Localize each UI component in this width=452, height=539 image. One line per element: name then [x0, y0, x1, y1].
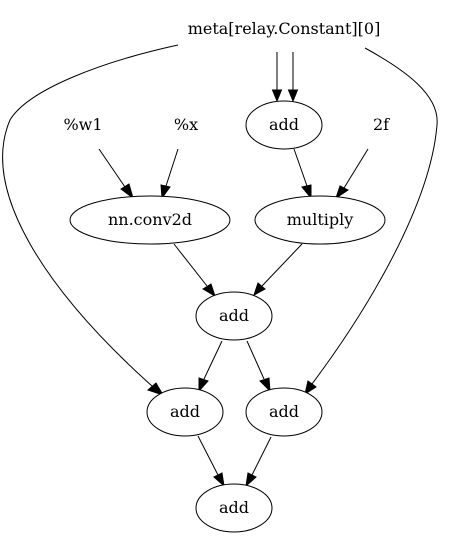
node-add-output: add — [195, 483, 273, 533]
edge-add3-add5 — [197, 435, 225, 488]
edge-w1-conv — [98, 148, 134, 200]
node-add-constant-label: add — [269, 115, 299, 134]
edge-add2-add3 — [198, 340, 223, 393]
node-add-output-label: add — [219, 498, 249, 517]
edge-multiply-add2 — [253, 243, 303, 297]
edge-x-conv — [160, 148, 179, 200]
edge-add2-add4 — [246, 340, 271, 393]
node-constant: meta[relay.Constant][0] — [188, 19, 381, 38]
node-add-middle-label: add — [219, 306, 249, 325]
node-2f: 2f — [373, 115, 390, 134]
node-add-right-label: add — [269, 402, 299, 421]
node-multiply: multiply — [254, 195, 386, 245]
node-add-constant: add — [245, 100, 323, 150]
node-w1: %w1 — [63, 115, 102, 134]
node-conv2d: nn.conv2d — [69, 195, 231, 245]
edge-conv-add2 — [173, 243, 216, 298]
node-2f-label: 2f — [373, 115, 390, 134]
edge-const-add1-b — [287, 52, 299, 103]
edge-2f-multiply — [335, 148, 369, 200]
node-add-right: add — [245, 387, 323, 437]
node-x-label: %x — [174, 115, 198, 134]
node-x: %x — [174, 115, 198, 134]
node-add-middle: add — [195, 291, 273, 341]
edge-const-add3 — [2, 44, 179, 396]
edge-const-add4 — [304, 47, 438, 396]
edge-add1-multiply — [293, 148, 312, 200]
node-constant-label: meta[relay.Constant][0] — [188, 19, 381, 38]
graph-nodes: meta[relay.Constant][0] %w1 %x add 2f nn… — [63, 19, 390, 533]
node-add-left: add — [146, 387, 224, 437]
node-conv2d-label: nn.conv2d — [108, 210, 192, 229]
node-multiply-label: multiply — [287, 210, 354, 229]
edge-add4-add5 — [245, 436, 272, 488]
node-w1-label: %w1 — [63, 115, 102, 134]
node-add-left-label: add — [170, 402, 200, 421]
edge-const-add1-a — [271, 52, 283, 103]
graph-edges — [2, 44, 438, 488]
